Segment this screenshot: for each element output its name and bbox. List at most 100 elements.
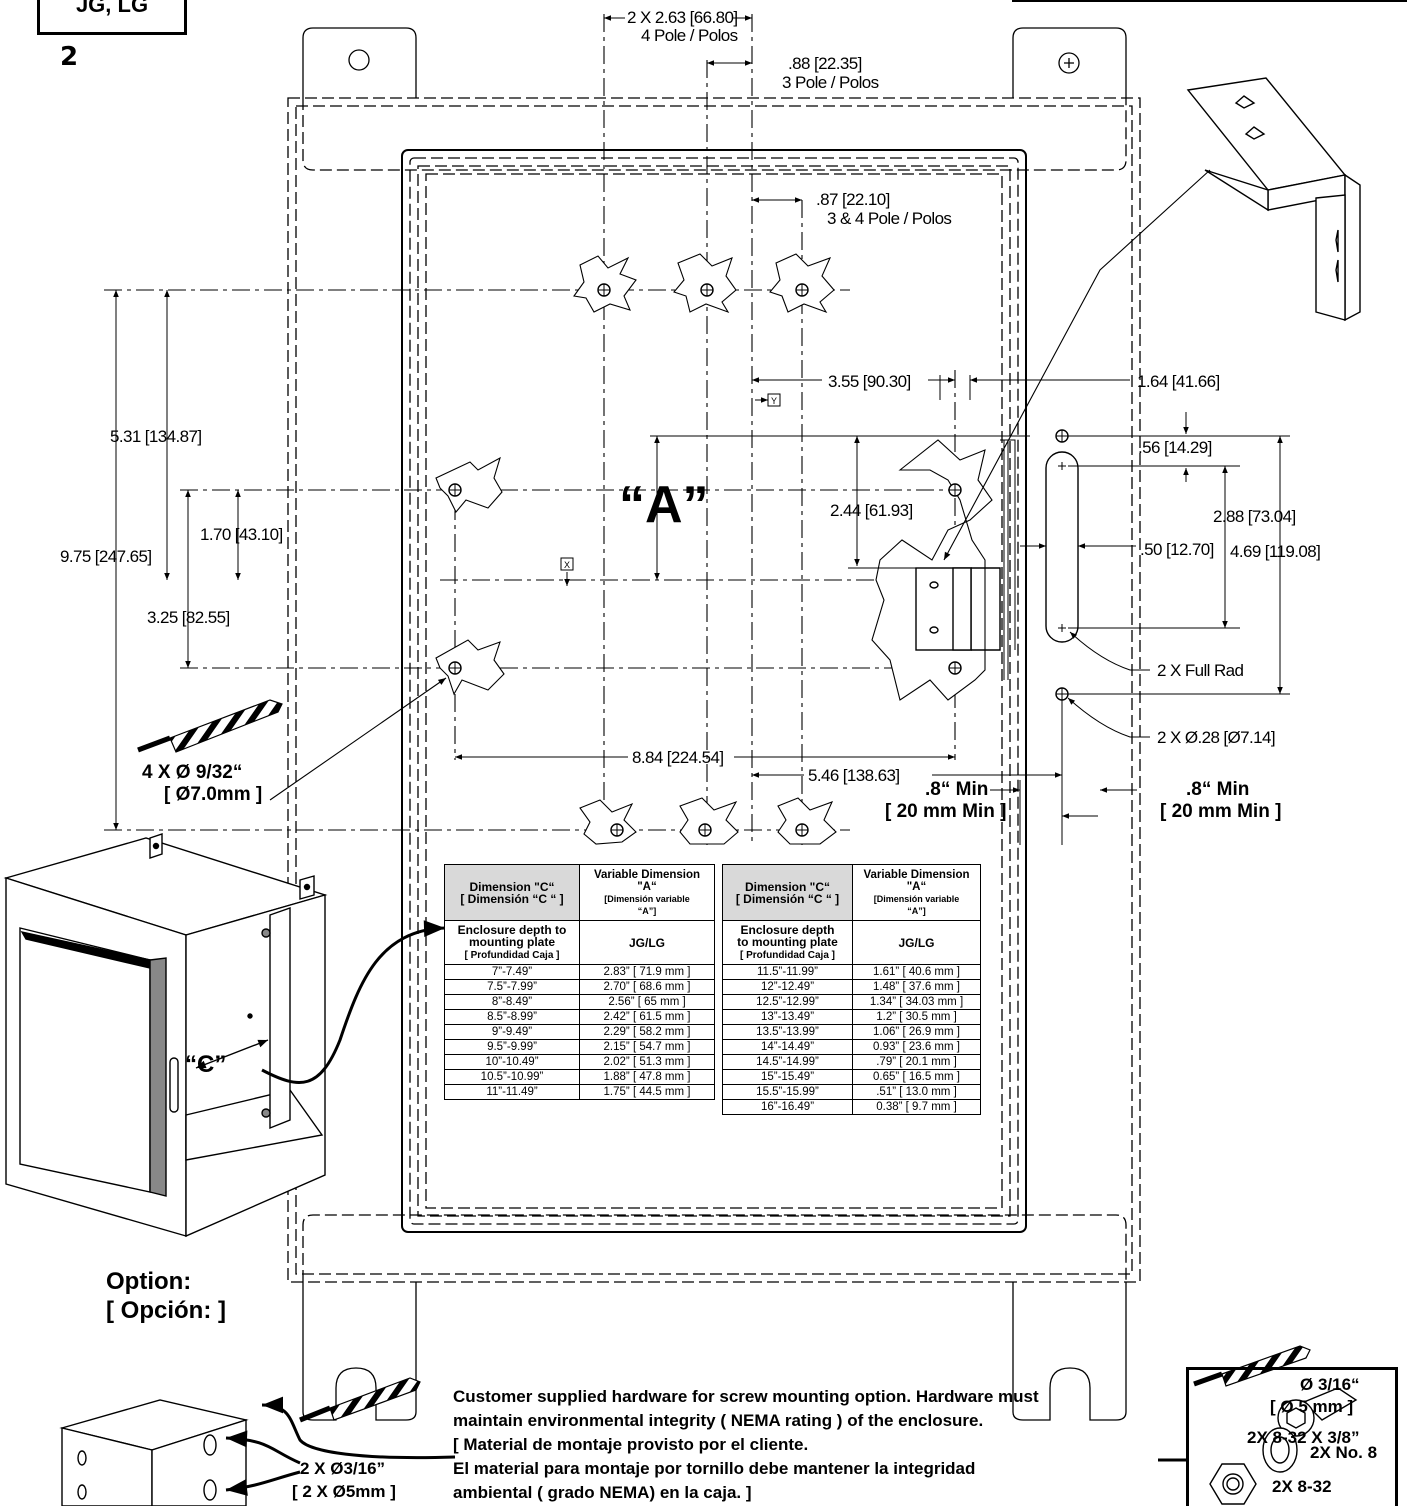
note-line-5: ambiental ( grado NEMA) en la caja. ] — [453, 1483, 752, 1502]
c-table-leader — [261, 920, 446, 1084]
th-enc-r3: [ Profundidad Caja ] — [740, 949, 835, 961]
table-row: 7.5”-7.99”2.70” [ 68.6 mm ] — [444, 979, 715, 995]
depth-cell: 13”-13.49” — [722, 1009, 853, 1025]
dimension-a-cell: 2.02” [ 51.3 mm ] — [579, 1054, 715, 1070]
dimension-texts: 2 X 2.63 [66.80] 4 Pole / Polos .88 [22.… — [60, 8, 1321, 785]
table-row: 10.5”-10.99”1.88” [ 47.8 mm ] — [444, 1069, 715, 1085]
hole-crosses — [449, 284, 1068, 836]
hw-drill-label: Ø 3/16“ — [1300, 1375, 1360, 1394]
datum-y: Y — [771, 396, 777, 406]
dim-pole34: .87 [22.10] — [816, 190, 890, 209]
table-row: 11.5”-11.99”1.61” [ 40.6 mm ] — [722, 964, 981, 980]
depth-cell: 15”-15.49” — [722, 1069, 853, 1085]
drill-bit-small-icon — [299, 1377, 421, 1423]
drill-bit-icon — [137, 699, 283, 753]
hex-nut-icon — [1209, 1463, 1257, 1505]
min-label-1b: [ 20 mm Min ] — [885, 801, 1006, 822]
breaker-cutouts — [435, 253, 993, 845]
table-row: 14”-14.49”0.93” [ 23.6 mm ] — [722, 1039, 981, 1055]
th-enc-text: Enclosure depth to — [457, 922, 567, 937]
dimension-a-cell: 2.83” [ 71.9 mm ] — [579, 964, 715, 980]
th-model-r: JG/LG — [852, 920, 981, 965]
drill-main-label: 4 X Ø 9/32“ — [142, 762, 242, 783]
table-row: 13.5”-13.99”1.06” [ 26.9 mm ] — [722, 1024, 981, 1040]
bracket-detail — [1186, 77, 1361, 322]
th-var-r2: "A“ — [906, 880, 927, 893]
option-es-label: [ Opción: ] — [106, 1297, 226, 1324]
dim-325: 3.25 [82.55] — [147, 608, 230, 627]
note-line-3: [ Material de montaje provisto por el cl… — [453, 1435, 808, 1454]
enclosure-box — [3, 833, 328, 1238]
dimension-a-cell: 1.2” [ 30.5 mm ] — [852, 1009, 981, 1025]
th-dim-r: Dimension "C“[ Dimensión “C “ ] — [722, 864, 853, 921]
depth-cell: 11.5”-11.99” — [722, 964, 853, 980]
th-model: JG/LG — [579, 920, 715, 965]
th-dim-text: Dimension "C“ — [469, 879, 555, 894]
table-row: 10”-10.49”2.02” [ 51.3 mm ] — [444, 1054, 715, 1070]
dimension-a-cell: 0.65” [ 16.5 mm ] — [852, 1069, 981, 1085]
drill-leader — [269, 677, 447, 801]
th-dim-r-text: Dimension "C“ — [744, 879, 831, 894]
th-enc2: mounting plate — [469, 934, 555, 949]
th-var-text: Variable Dimension — [593, 868, 701, 881]
dim-170: 1.70 [43.10] — [200, 525, 283, 544]
dim-884: 8.84 [224.54] — [632, 748, 723, 767]
dim-pole3-label: 3 Pole / Polos — [782, 73, 879, 92]
dim-a-label: “A” — [619, 476, 709, 534]
drill-small-mm: [ 2 X Ø5mm ] — [292, 1482, 396, 1501]
min-label-1: .8“ Min — [925, 779, 988, 800]
note-line-4: El material para montaje por tornillo de… — [453, 1459, 975, 1478]
bracket-leader — [943, 169, 1211, 561]
table-row: 12.5”-12.99”1.34” [ 34.03 mm ] — [722, 994, 981, 1010]
hardware-leader — [261, 1396, 456, 1460]
table-row: 12”-12.49”1.48” [ 37.6 mm ] — [722, 979, 981, 995]
dimension-a-cell: 2.56” [ 65 mm ] — [579, 994, 715, 1010]
th-var2: "A“ — [637, 880, 657, 893]
dimension-a-cell: .51” [ 13.0 mm ] — [852, 1084, 981, 1100]
dimension-a-cell: 1.88” [ 47.8 mm ] — [579, 1069, 715, 1085]
depth-cell: 14.5”-14.99” — [722, 1054, 853, 1070]
depth-cell: 8”-8.49” — [444, 994, 580, 1010]
hardware-kit-box — [1186, 1367, 1398, 1506]
depth-cell: 13.5”-13.99” — [722, 1024, 853, 1040]
dimension-a-cell: 1.61” [ 40.6 mm ] — [852, 964, 981, 980]
step-number: 2 — [60, 42, 79, 72]
l-bracket — [59, 1399, 249, 1506]
dim-531: 5.31 [134.87] — [110, 427, 201, 446]
table-row: 8”-8.49”2.56” [ 65 mm ] — [444, 994, 715, 1010]
dimension-table-right: Dimension "C“[ Dimensión “C “ ] Variable… — [722, 864, 981, 1115]
note-line-2: maintain environmental integrity ( NEMA … — [453, 1411, 983, 1430]
drill-bit-hw-icon — [1193, 1345, 1311, 1387]
table-row: 9.5”-9.99”2.15” [ 54.7 mm ] — [444, 1039, 715, 1055]
option-label: Option: — [106, 1268, 191, 1295]
depth-cell: 8.5”-8.99” — [444, 1009, 580, 1025]
dimension-a-cell: 2.15” [ 54.7 mm ] — [579, 1039, 715, 1055]
dimension-a-cell: 2.29” [ 58.2 mm ] — [579, 1024, 715, 1040]
dim-pole34-label: 3 & 4 Pole / Polos — [827, 209, 951, 228]
dimension-a-cell: 1.06” [ 26.9 mm ] — [852, 1024, 981, 1040]
dimension-a-cell: 2.42” [ 61.5 mm ] — [579, 1009, 715, 1025]
depth-cell: 14”-14.49” — [722, 1039, 853, 1055]
table-row: 15”-15.49”0.65” [ 16.5 mm ] — [722, 1069, 981, 1085]
dimension-a-cell: 0.38” [ 9.7 mm ] — [852, 1099, 981, 1115]
dimension-a-cell: 0.93” [ 23.6 mm ] — [852, 1039, 981, 1055]
table-row: 14.5”-14.99”.79” [ 20.1 mm ] — [722, 1054, 981, 1070]
dimension-table-left: Dimension "C“[ Dimensión “C “ ] Variable… — [444, 864, 715, 1100]
table-row: 9”-9.49”2.29” [ 58.2 mm ] — [444, 1024, 715, 1040]
th-var-r-text: Variable Dimension — [863, 868, 970, 881]
depth-cell: 15.5”-15.99” — [722, 1084, 853, 1100]
dim-975: 9.75 [247.65] — [60, 547, 151, 566]
th-dim: Dimension "C“[ Dimensión “C “ ] — [444, 864, 580, 921]
lock-washer-icon — [1262, 1427, 1298, 1473]
bold-labels: .8“ Min [ 20 mm Min ] .8“ Min [ 20 mm Mi… — [106, 476, 1377, 1502]
depth-cell: 9”-9.49” — [444, 1024, 580, 1040]
screw-icon — [1277, 1387, 1358, 1437]
depth-cell: 10.5”-10.99” — [444, 1069, 580, 1085]
dim-056: .56 [14.29] — [1138, 438, 1212, 457]
hw-drill-mm: [ Ø 5 mm ] — [1270, 1397, 1353, 1416]
drill-leader-lower — [225, 1470, 301, 1496]
th-enc-es: [ Profundidad Caja ] — [464, 949, 560, 961]
dim-546: 5.46 [138.63] — [808, 766, 899, 785]
